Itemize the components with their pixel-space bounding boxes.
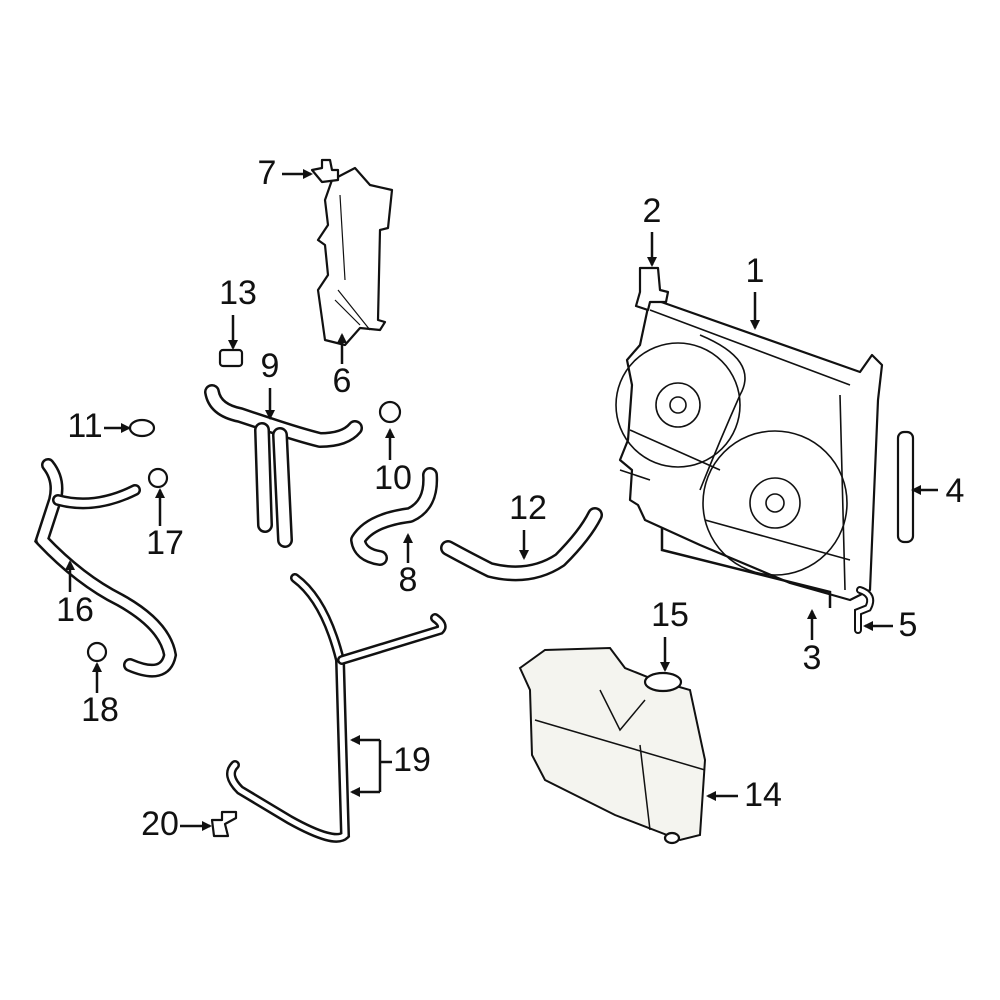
callout-2: 2 [643, 192, 662, 267]
radiator-fan-assembly[interactable] [615, 296, 884, 602]
callout-8: 8 [399, 533, 418, 599]
heater-lines-19[interactable] [226, 573, 351, 843]
callout-label: 14 [744, 776, 782, 814]
hose-clamp-18[interactable] [86, 641, 108, 663]
callout-18: 18 [81, 662, 119, 729]
bolt[interactable] [210, 810, 238, 838]
callout-16: 16 [56, 560, 94, 629]
callout-label: 18 [81, 691, 119, 729]
callout-label: 5 [899, 606, 918, 644]
upper-bracket[interactable] [634, 266, 670, 312]
callout-label: 3 [803, 639, 822, 677]
callout-7: 7 [258, 154, 313, 192]
callout-9: 9 [261, 347, 280, 420]
lower-support-line [660, 528, 832, 608]
push-pin[interactable] [310, 158, 340, 184]
hose-clamp-10[interactable] [378, 400, 402, 424]
callout-label: 12 [509, 489, 547, 527]
callout-17: 17 [146, 488, 184, 562]
hose-clamp-17[interactable] [147, 467, 169, 489]
callout-label: 4 [946, 472, 965, 510]
callout-label: 7 [258, 154, 277, 192]
callout-10: 10 [374, 428, 412, 497]
callout-label: 10 [374, 459, 412, 497]
callout-3: 3 [803, 609, 822, 677]
callout-6: 6 [333, 333, 352, 400]
callout-14: 14 [706, 776, 782, 814]
callout-label: 17 [146, 524, 184, 562]
callout-label: 8 [399, 561, 418, 599]
callout-label: 11 [67, 407, 102, 445]
callout-13: 13 [219, 274, 257, 350]
callout-label: 2 [643, 192, 662, 230]
callout-20: 20 [141, 805, 212, 843]
callout-label: 16 [56, 591, 94, 629]
callout-11: 11 [67, 407, 131, 445]
callout-label: 9 [261, 347, 280, 385]
callout-1: 1 [746, 252, 765, 330]
callout-label: 13 [219, 274, 257, 312]
callout-label: 1 [746, 252, 765, 290]
coolant-reservoir[interactable] [518, 646, 707, 842]
callout-5: 5 [863, 606, 918, 644]
hose-clamp-11[interactable] [128, 418, 156, 438]
callout-12: 12 [509, 489, 547, 560]
callout-19: 19 [350, 735, 431, 797]
reservoir-cap[interactable] [643, 671, 683, 693]
callout-4: 4 [911, 472, 965, 510]
callout-label: 20 [141, 805, 179, 843]
receiver-drier[interactable] [896, 430, 915, 544]
callout-label: 15 [651, 596, 689, 634]
callout-15: 15 [651, 596, 689, 672]
callout-label: 6 [333, 362, 352, 400]
air-deflector[interactable] [316, 166, 394, 347]
callout-label: 19 [393, 741, 431, 779]
bleeder-valve[interactable] [218, 348, 244, 368]
